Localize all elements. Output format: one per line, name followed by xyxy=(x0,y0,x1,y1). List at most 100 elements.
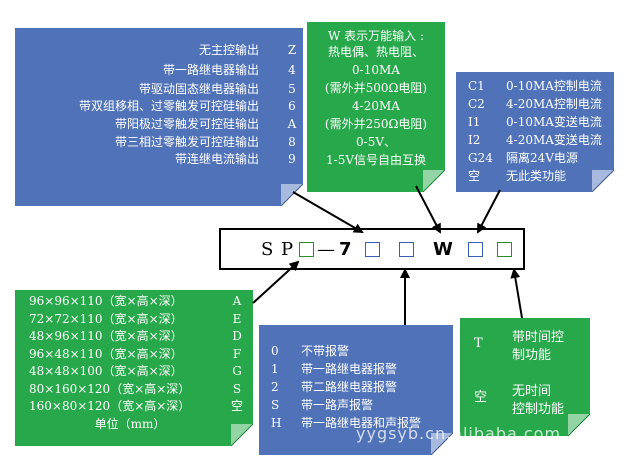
c-label: 4-20MA控制电流 xyxy=(506,97,602,111)
alarm-row: 2 带二路继电器报警 xyxy=(259,379,453,395)
alarm-row: 0 不带报警 xyxy=(259,343,453,359)
alarm-code: S xyxy=(271,398,280,412)
output-code: 8 xyxy=(288,135,296,149)
output-label: 带连继电流输出 xyxy=(174,152,259,166)
time-placeholder-box xyxy=(497,242,512,257)
c-label: 无此类功能 xyxy=(506,169,567,183)
w-line: 4-20MA xyxy=(352,99,400,113)
model-letter-p: P xyxy=(281,239,294,260)
c-code: 空 xyxy=(468,169,481,183)
c-label: 4-20MA变送电流 xyxy=(506,133,602,147)
size-label: 160×80×120（宽×高×深） xyxy=(29,399,191,413)
size-code: D xyxy=(232,329,242,343)
output-label: 带阳极过零触发可控硅输出 xyxy=(114,117,259,131)
output-row: 带双组移相、过零触发可控硅输出 6 xyxy=(15,98,303,114)
c-code: C2 xyxy=(468,97,485,111)
size-box: 96×96×110（宽×高×深）A 72×72×110（宽×高×深）E 48×9… xyxy=(15,290,253,446)
size-label: 48×48×100（宽×高×深） xyxy=(29,364,183,378)
size-label: 80×160×120（宽×高×深） xyxy=(29,382,191,396)
universal-input-box: W 表示万能输入 : 热电偶、热电阻、 0-10MA (需外并500Ω电阻) 4… xyxy=(307,22,445,192)
output-code: 5 xyxy=(288,82,296,96)
alarm-label: 带二路继电器报警 xyxy=(301,380,398,394)
folded-corner xyxy=(592,170,614,192)
c-row: 空 无此类功能 xyxy=(456,168,614,184)
model-dash: — xyxy=(317,239,335,260)
output-label: 无主控输出 xyxy=(198,43,259,57)
output-label: 带三相过零触发可控硅输出 xyxy=(114,135,259,149)
alarm-label: 带一路声报警 xyxy=(301,398,374,412)
size-code: 空 xyxy=(230,399,243,413)
output-placeholder-box xyxy=(299,242,314,257)
output-row: 带连继电流输出 9 xyxy=(15,151,303,167)
model-letter-w: W xyxy=(433,239,453,260)
output-code: A xyxy=(287,117,297,131)
w-line: 热电偶、热电阻、 xyxy=(327,45,424,59)
size-row: 48×48×100（宽×高×深） G xyxy=(15,363,253,379)
empty-code: 空 xyxy=(474,390,488,405)
empty-label: 控制功能 xyxy=(512,402,565,417)
size-unit: 单位（mm） xyxy=(94,417,166,431)
watermark-text: yygsyb.cn.alibaba.com xyxy=(356,424,562,443)
alarm-label: 带一路继电器和声报警 xyxy=(301,416,422,430)
c-code: G24 xyxy=(468,151,493,165)
c-label: 0-10MA控制电流 xyxy=(506,79,602,93)
arrow-output xyxy=(292,191,364,234)
w-line: W 表示万能输入 : xyxy=(327,29,424,43)
size-code: S xyxy=(232,382,242,396)
output-row: 带三相过零触发可控硅输出 8 xyxy=(15,134,303,150)
model-seven: 7 xyxy=(339,239,352,260)
w-line: (需外并250Ω电阻) xyxy=(324,117,428,131)
model-letter-s: S xyxy=(261,239,274,260)
size-row: 80×160×120（宽×高×深） S xyxy=(15,381,253,397)
time-label: 带时间控 xyxy=(512,330,565,345)
c-row: C2 4-20MA控制电流 xyxy=(456,96,614,112)
alarm-row: S 带一路声报警 xyxy=(259,397,453,413)
arrow-c xyxy=(477,189,501,234)
folded-corner xyxy=(231,424,253,446)
output-row: 带驱动固态继电器输出 5 xyxy=(15,81,303,97)
c-code: C1 xyxy=(468,79,485,93)
timing-box: T 带时间控 制功能 空 无时间 控制功能 xyxy=(460,318,590,436)
c-label: 隔离24V电源 xyxy=(506,151,578,165)
alarm-code: H xyxy=(271,416,282,430)
folded-corner xyxy=(423,170,445,192)
size-row: 96×48×110（宽×高×深） F xyxy=(15,346,253,362)
model-code-box: S P — 7 W xyxy=(219,228,525,270)
size-label: 48×96×110（宽×高×深） xyxy=(29,329,183,343)
c-code: I1 xyxy=(468,115,481,129)
current-placeholder-box xyxy=(468,242,483,257)
folded-corner xyxy=(431,433,453,455)
output-code: 6 xyxy=(288,99,296,113)
arrow-time xyxy=(510,268,523,319)
output-label: 带双组移相、过零触发可控硅输出 xyxy=(78,99,259,113)
size-code: G xyxy=(232,364,242,378)
output-label: 带驱动固态继电器输出 xyxy=(138,82,259,96)
output-code: 4 xyxy=(288,63,296,77)
alarm-code: 0 xyxy=(271,344,279,358)
output-type-box: 无主控输出 Z 带一路继电器输出 4 带驱动固态继电器输出 5 带双组移相、过零触发可… xyxy=(15,28,303,206)
alarm-row: H 带一路继电器和声报警 xyxy=(259,415,453,431)
output-code: Z xyxy=(287,43,297,57)
alarm-label: 不带报警 xyxy=(301,344,350,358)
folded-corner xyxy=(568,414,590,436)
output-code: 9 xyxy=(288,152,296,166)
size-label: 96×48×110（宽×高×深） xyxy=(29,347,183,361)
c-row: C1 0-10MA控制电流 xyxy=(456,78,614,94)
size-label: 96×96×110（宽×高×深） xyxy=(29,294,183,308)
output-row: 带一路继电器输出 4 xyxy=(15,62,303,78)
size-label: 72×72×110（宽×高×深） xyxy=(29,312,183,326)
arrow-w xyxy=(415,185,441,234)
output-label: 带一路继电器输出 xyxy=(162,63,259,77)
size-code: F xyxy=(232,347,242,361)
output-row: 带阳极过零触发可控硅输出 A xyxy=(15,116,303,132)
size-row: 72×72×110（宽×高×深）E xyxy=(15,311,253,327)
alarm-code: 2 xyxy=(271,380,279,394)
size-row: 96×96×110（宽×高×深）A xyxy=(15,293,253,309)
empty-label: 无时间 xyxy=(512,384,552,399)
alarm-placeholder-box-2 xyxy=(399,242,414,257)
